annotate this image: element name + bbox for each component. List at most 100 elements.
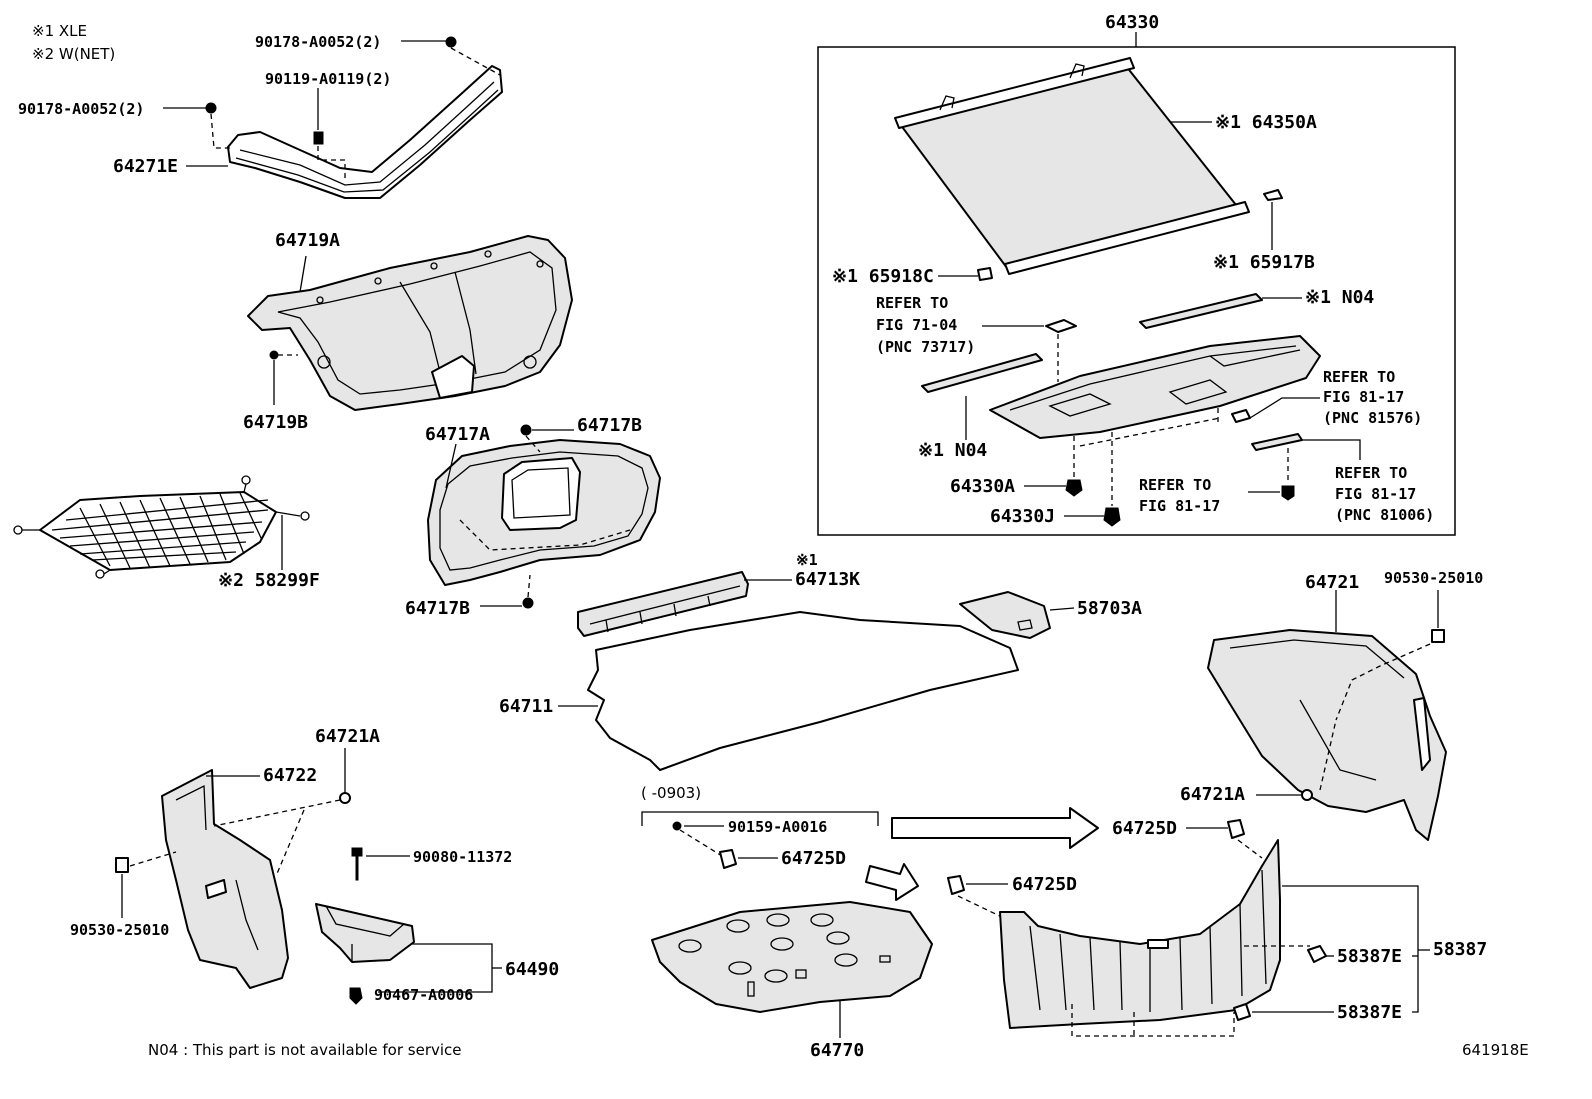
part-N04-left [921, 353, 1043, 393]
clip-64330A [1065, 479, 1083, 497]
label-90119-A0119: 90119-A0119(2) [265, 70, 391, 88]
label-64717A: 64717A [425, 424, 490, 445]
part-64271E-drawing [227, 65, 503, 199]
label-64713K: 64713K [795, 569, 860, 590]
label-64721A-right: 64721A [1180, 784, 1245, 805]
label-64711: 64711 [499, 696, 553, 717]
label-64350A: ※1 64350A [1215, 112, 1317, 133]
arrow-applies-small [865, 863, 919, 901]
clip-58387E-a [1307, 945, 1327, 963]
part-64490-drawing [315, 903, 415, 963]
footer-note: N04 : This part is not available for ser… [148, 1041, 462, 1059]
label-90530-25010-left: 90530-25010 [70, 921, 169, 939]
label-N04-left: ※1 N04 [918, 440, 987, 461]
label-refer-81576-a: REFER TO [1323, 368, 1395, 386]
clip-90178-top [445, 36, 457, 48]
part-64330-tray-drawing [989, 335, 1321, 439]
clip-64725D-a [719, 849, 737, 869]
label-64725D-c: 64725D [1012, 874, 1077, 895]
label-refer-81-17-a: REFER TO [1139, 476, 1211, 494]
label-58387E-a: 58387E [1337, 946, 1402, 967]
figure-id: 641918E [1462, 1041, 1529, 1059]
label-64490: 64490 [505, 959, 559, 980]
label-58299F: ※2 58299F [218, 570, 320, 591]
label-64770: 64770 [810, 1040, 864, 1061]
group-64330-frame [817, 46, 1456, 536]
part-64350A-drawing [894, 57, 1250, 275]
label-64717B-bottom: 64717B [405, 598, 470, 619]
clip-90530-left [115, 857, 129, 873]
label-65918C: ※1 65918C [832, 266, 934, 287]
label-range-0903: ( -0903) [641, 784, 701, 802]
label-refer-81006-b: FIG 81-17 [1335, 485, 1416, 503]
label-refer-81-17-b: FIG 81-17 [1139, 497, 1220, 515]
label-64330A: 64330A [950, 476, 1015, 497]
bolt-90119 [313, 131, 324, 145]
label-64719A: 64719A [275, 230, 340, 251]
label-refer-71-04-c: (PNC 73717) [876, 338, 975, 356]
clip-90530-right [1431, 629, 1445, 643]
label-64725D-b: 64725D [1112, 818, 1177, 839]
part-58387-drawing [999, 839, 1281, 1029]
part-64713K-drawing [577, 571, 749, 637]
clip-81-17 [1281, 485, 1295, 501]
clip-64717B-top [520, 424, 532, 436]
clip-90178-left [205, 102, 217, 114]
label-N04-right: ※1 N04 [1305, 287, 1374, 308]
label-90080-11372: 90080-11372 [413, 848, 512, 866]
label-64330: 64330 [1105, 12, 1159, 33]
label-90530-25010-right: 90530-25010 [1384, 569, 1483, 587]
label-refer-81006-c: (PNC 81006) [1335, 506, 1434, 524]
clip-64721A-left [339, 792, 351, 804]
label-58703A: 58703A [1077, 598, 1142, 619]
clip-64717B-bottom [522, 597, 534, 609]
label-64271E: 64271E [113, 156, 178, 177]
label-64725D-a: 64725D [781, 848, 846, 869]
label-64719B: 64719B [243, 412, 308, 433]
legend-note-2: ※2 W(NET) [32, 45, 115, 63]
part-64719A-drawing [247, 235, 573, 411]
label-64722: 64722 [263, 765, 317, 786]
clip-90159 [672, 821, 682, 831]
part-N04-right [1139, 293, 1263, 329]
clip-64725D-c [947, 875, 965, 895]
label-refer-81006-a: REFER TO [1335, 464, 1407, 482]
label-refer-81576-c: (PNC 81576) [1323, 409, 1422, 427]
part-64722-drawing [161, 769, 289, 989]
part-65918C [977, 267, 993, 281]
label-90467-A0006: 90467-A0006 [374, 986, 473, 1004]
clip-64721A-right [1301, 789, 1313, 801]
clip-58387E-b [1233, 1003, 1251, 1021]
label-refer-71-04-b: FIG 71-04 [876, 316, 957, 334]
part-73717-clip [1045, 319, 1077, 333]
label-refer-81576-b: FIG 81-17 [1323, 388, 1404, 406]
part-81006 [1251, 433, 1303, 451]
bolt-90080 [351, 847, 363, 881]
part-64721-drawing [1207, 629, 1447, 841]
part-64711-drawing [587, 611, 1019, 771]
clip-64719B [269, 350, 279, 360]
part-58299F-drawing [13, 475, 310, 579]
clip-64725D-b [1227, 819, 1245, 839]
label-64721: 64721 [1305, 572, 1359, 593]
label-65917B: ※1 65917B [1213, 252, 1315, 273]
legend-note-1: ※1 XLE [32, 22, 87, 40]
clip-64330J [1103, 507, 1121, 527]
part-65917B [1263, 189, 1283, 201]
part-64717A-drawing [427, 439, 661, 586]
part-58703A [959, 591, 1051, 639]
clip-90467 [349, 987, 363, 1005]
part-64770-drawing [651, 901, 933, 1013]
label-90159-A0016: 90159-A0016 [728, 818, 827, 836]
label-64721A-left: 64721A [315, 726, 380, 747]
label-58387E-b: 58387E [1337, 1002, 1402, 1023]
label-64330J: 64330J [990, 506, 1055, 527]
part-81576 [1231, 409, 1251, 423]
arrow-applies-right [891, 807, 1099, 849]
label-90178-A0052-top: 90178-A0052(2) [255, 33, 381, 51]
label-58387: 58387 [1433, 939, 1487, 960]
label-64717B-top: 64717B [577, 415, 642, 436]
label-refer-71-04-a: REFER TO [876, 294, 948, 312]
